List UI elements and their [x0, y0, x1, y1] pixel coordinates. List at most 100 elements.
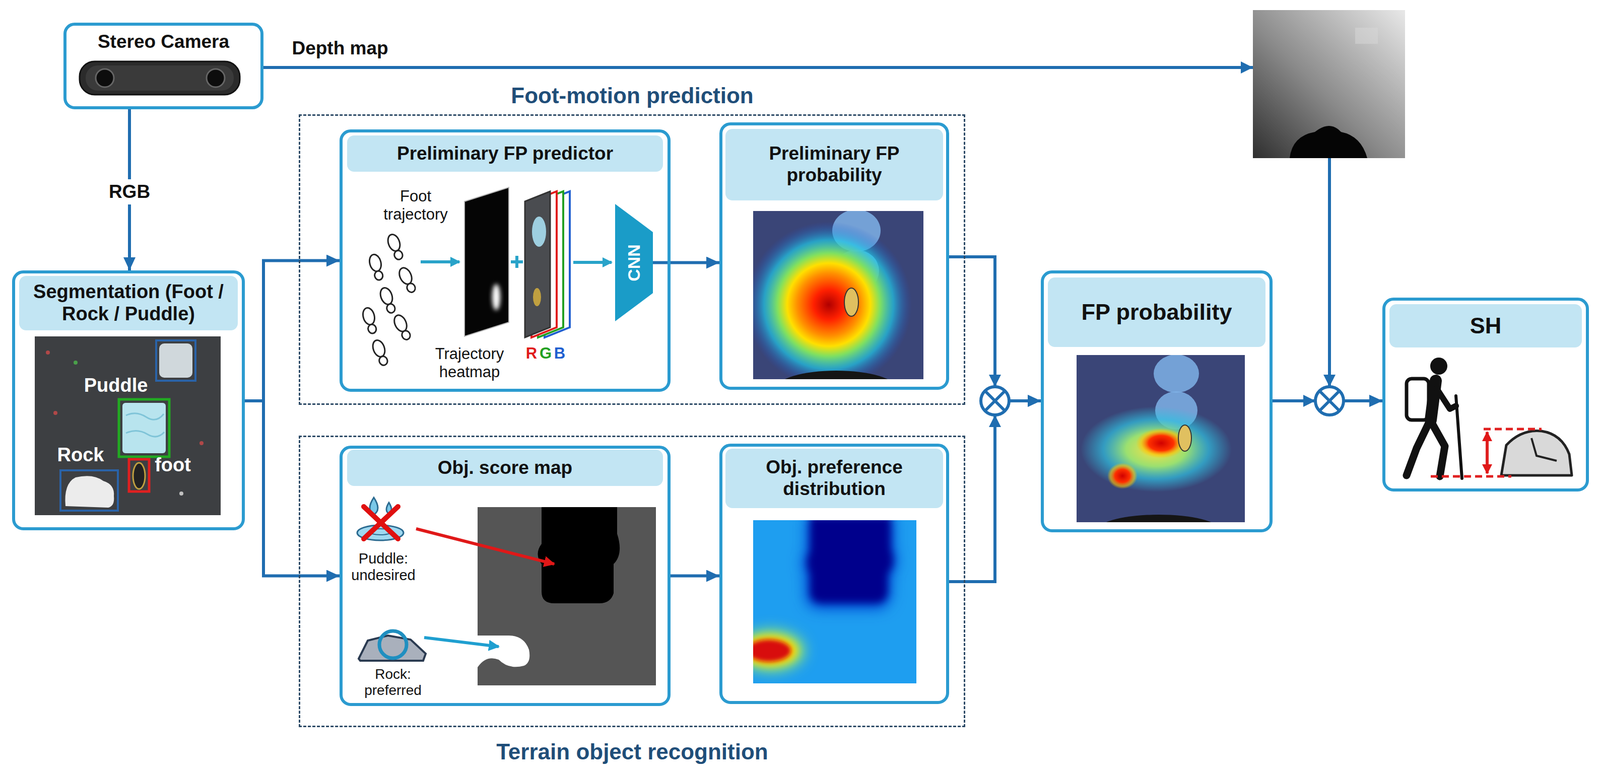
group-frame: Foot-motion predictionPreliminary FP pre… [298, 114, 966, 406]
box-text: Terrain object recognition [352, 736, 912, 768]
cnn-shape [615, 204, 653, 322]
flow-arrow [1272, 399, 1383, 403]
segmentation-image [34, 336, 221, 516]
height-arrow [1485, 432, 1489, 474]
multiply-cross [985, 391, 1005, 411]
probability-heat [1080, 406, 1232, 493]
ground-dot [73, 360, 78, 365]
probability-peak [1136, 428, 1187, 459]
box-heading: Segmentation (Foot / Rock / Puddle) [19, 276, 238, 331]
footprint-trail [361, 232, 419, 367]
box-text: CNN [616, 207, 652, 319]
probability-image [1076, 355, 1245, 523]
hiker-icon [1406, 357, 1462, 479]
rock-icon [1501, 431, 1572, 476]
rgb-image-stack [524, 191, 570, 338]
leg-shadow [1098, 514, 1220, 523]
puddle-texture [833, 249, 880, 293]
probability-peak [1107, 462, 1138, 490]
red-pointer [416, 528, 555, 565]
puddle-icon [357, 497, 404, 541]
arrow-head [988, 374, 1002, 387]
depth-gradient [1252, 10, 1406, 159]
depth-foot [1289, 125, 1368, 159]
frame-foot [532, 288, 542, 307]
box-text: Rock [50, 443, 111, 468]
box-heading: Preliminary FP probability [725, 128, 944, 201]
hiker-leg [1406, 421, 1430, 476]
process-box: SH [1382, 297, 1589, 492]
box-text: Puddle [80, 373, 152, 398]
foot-box [128, 459, 150, 492]
image-ground [753, 211, 924, 380]
box-text: Foot trajectory [372, 182, 459, 229]
flow-arrow [670, 574, 720, 578]
flow-arrow [949, 401, 1041, 582]
heatmap-sheet [464, 187, 509, 337]
puddle-box [118, 399, 170, 457]
rock-box [60, 470, 118, 511]
box-text: Puddle: undesired [345, 549, 422, 586]
plus-symbol [510, 255, 523, 269]
multiply-operator [1315, 386, 1344, 416]
camera-lens [95, 69, 114, 88]
multiply-cross [1319, 391, 1340, 411]
process-box: Obj. score mapPuddle: undesiredRock: pre… [339, 445, 671, 707]
puddle-texture [832, 211, 881, 252]
puddle-main [122, 403, 166, 454]
footprint [378, 286, 398, 315]
ground-dot [45, 350, 50, 355]
box-text: Rock: preferred [352, 664, 434, 701]
puddle-texture [1155, 391, 1198, 430]
process-box: Obj. preference distribution [719, 443, 950, 705]
multiply-circle [1315, 386, 1344, 416]
footprint [367, 253, 386, 282]
image-ground [1076, 355, 1245, 523]
leg-shadow [775, 370, 897, 380]
teal-arrow [573, 260, 612, 264]
box-text: foot [150, 453, 196, 478]
multiply-cross [985, 391, 1005, 411]
depth-map-image [1252, 10, 1406, 159]
blue-channel [544, 191, 570, 338]
process-box: Preliminary FP predictorFoot trajectoryT… [339, 129, 671, 392]
ground-dot [179, 491, 184, 496]
rgb-frame [524, 191, 551, 338]
trajectory-heatmap-plane [464, 187, 509, 337]
flow-arrow [244, 260, 340, 402]
depth-object [1355, 27, 1378, 44]
hiker-torso [1430, 380, 1436, 421]
box-heading: SH [1389, 304, 1582, 348]
plus-stroke [510, 260, 523, 264]
process-box: Segmentation (Foot / Rock / Puddle) Puddl… [12, 270, 245, 531]
flow-arrow [263, 67, 1383, 402]
neutral-preference [753, 520, 917, 684]
rock-shape [358, 635, 426, 661]
footprint [391, 313, 414, 342]
undesired-region [538, 507, 621, 604]
probability-heat [753, 221, 912, 380]
box-heading: Preliminary FP predictor [347, 135, 663, 172]
backpack [1406, 378, 1429, 421]
puddle-ring [369, 528, 392, 536]
ground-dot [199, 441, 204, 446]
rock-high [753, 639, 791, 662]
preferred-region [477, 635, 530, 668]
foot-shape [1178, 425, 1192, 452]
puddle-pool [357, 525, 404, 541]
group-frame: Terrain object recognitionObj. score map… [298, 435, 966, 728]
heatmap-spot [492, 284, 501, 311]
footprint [396, 265, 419, 295]
box-text: Trajectory heatmap [419, 340, 520, 387]
process-box: Preliminary FP probability [719, 122, 950, 390]
puddle-box [156, 340, 196, 381]
box-text: Foot-motion prediction [352, 80, 912, 111]
arrow-head [1303, 394, 1316, 408]
box-heading: Obj. score map [347, 449, 663, 487]
puddle-small [159, 343, 193, 378]
